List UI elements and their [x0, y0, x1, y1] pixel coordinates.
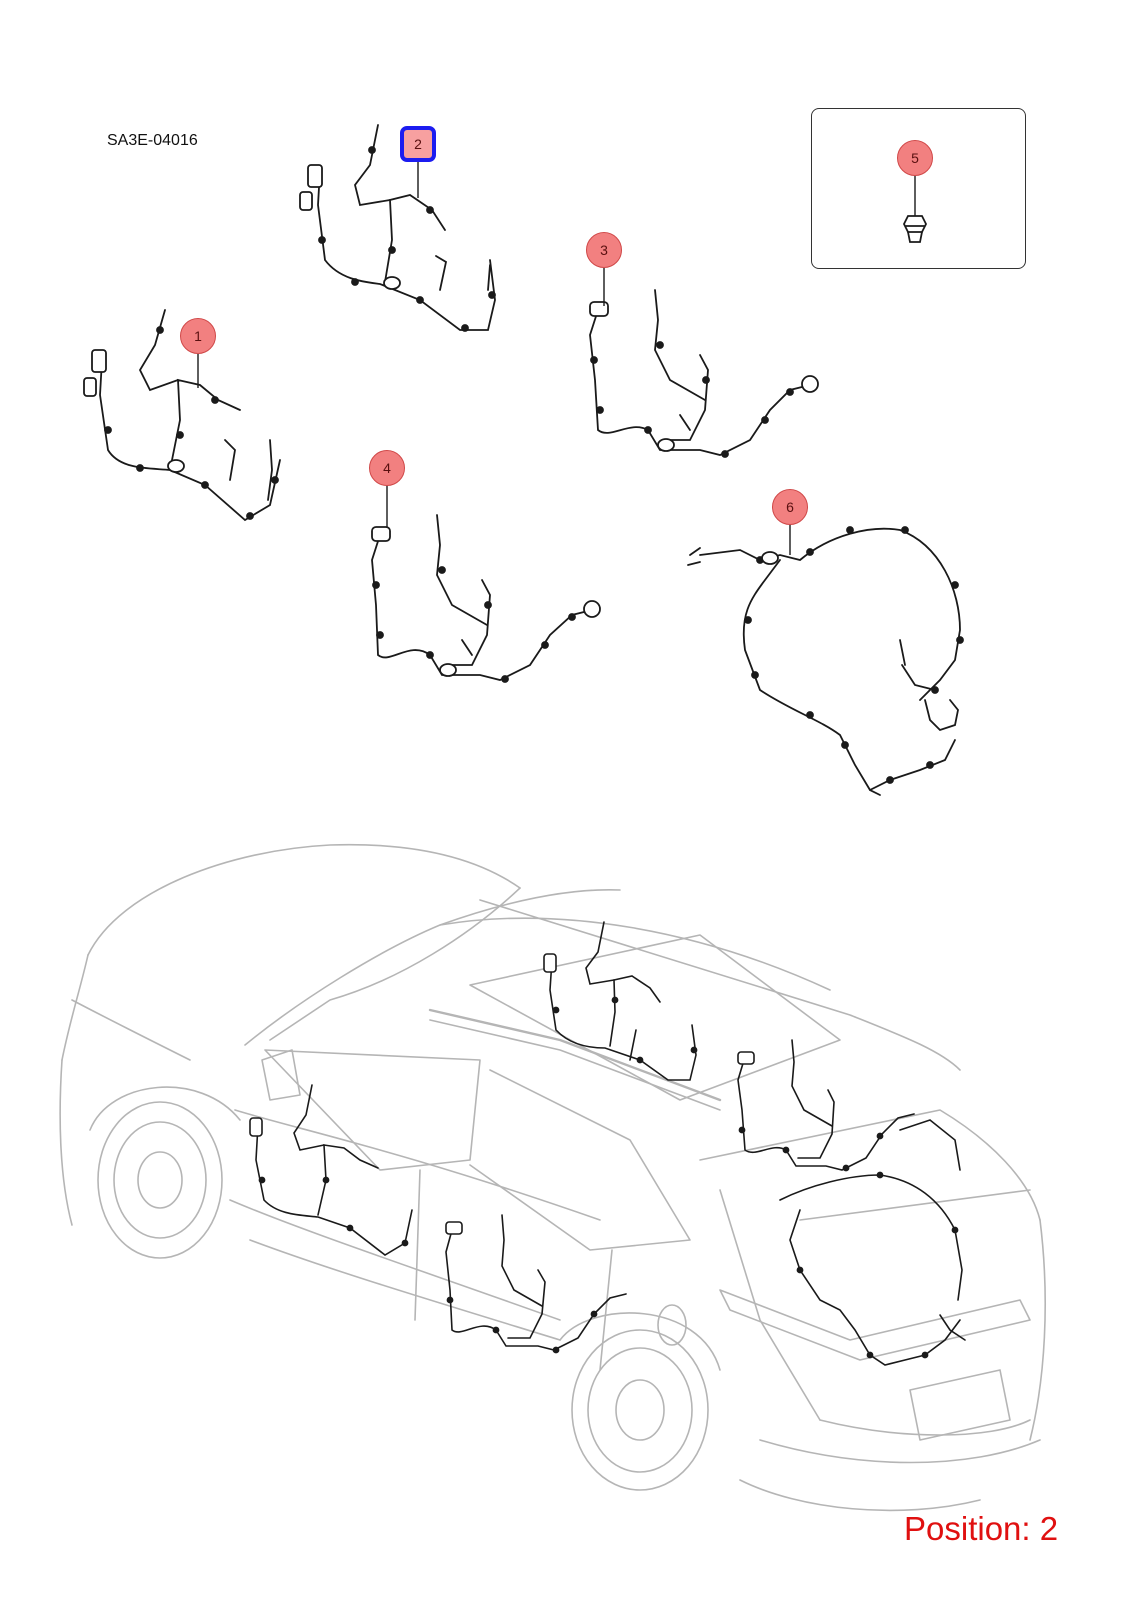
callout-4[interactable]: 4: [369, 450, 405, 486]
inset-box-fastener: [811, 108, 1026, 269]
callout-3[interactable]: 3: [586, 232, 622, 268]
callout-5[interactable]: 5: [897, 140, 933, 176]
harness-item-3[interactable]: [589, 289, 819, 458]
harness-item-2[interactable]: [299, 124, 496, 332]
callout-6[interactable]: 6: [772, 489, 808, 525]
harness-item-5-bolt[interactable]: [902, 215, 928, 243]
vehicle-outline: [59, 843, 1046, 1512]
callout-1[interactable]: 1: [180, 318, 216, 354]
position-indicator: Position: 2: [904, 1510, 1059, 1547]
diagram-code: SA3E-04016: [107, 132, 198, 149]
harness-installed-in-vehicle: [249, 921, 966, 1366]
harness-item-6[interactable]: [687, 526, 964, 796]
callout-2-selected[interactable]: 2: [400, 126, 436, 162]
callout-leaders: [197, 162, 916, 555]
harness-item-1[interactable]: [83, 309, 281, 522]
harness-item-4[interactable]: [371, 514, 601, 683]
